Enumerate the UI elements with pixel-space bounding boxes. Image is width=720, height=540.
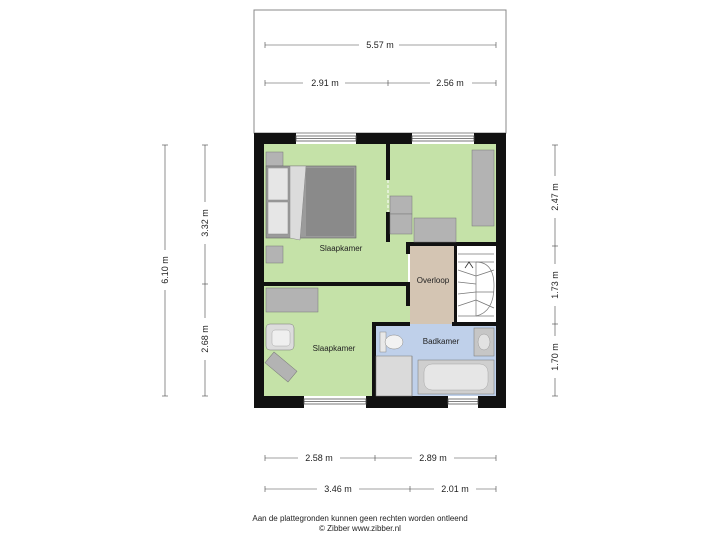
dimension-label-bottom-row1-right: 2.89 m [419,453,447,463]
window-bottom-right [447,398,479,405]
dimension-label-top-right: 2.56 m [436,78,464,88]
dimension-label-right-upper: 2.47 m [550,183,560,211]
wall-landing-right [454,246,457,324]
dimension-label-top-total: 5.57 m [366,40,394,50]
wall-right [496,133,506,408]
dimension-label-left-lower: 2.68 m [200,325,210,353]
wardrobe-right [471,149,495,227]
desk [413,217,457,243]
dimension-label-left-total: 6.10 m [160,256,170,284]
room-label-landing: Overloop [417,276,450,285]
dimension-top-split: 2.91 m 2.56 m [264,78,497,88]
cabinet-upper [389,195,413,215]
landing-floor [410,246,456,324]
wall-bottom-left [254,396,304,408]
bathtub [417,359,495,395]
wall-left [254,133,264,408]
wall-landing-left-lower [406,286,410,306]
dimension-bottom-row-1: 2.58 m 2.89 m [264,453,497,463]
wall-bath-top-right [452,322,496,326]
wall-bed1-right [386,144,390,180]
bench [264,351,298,383]
dimension-bottom-row-2: 3.46 m 2.01 m [264,484,497,494]
wall-landing-left-upper [406,242,410,254]
dimension-top-total: 5.57 m [264,40,497,50]
wall-top-mid [356,133,412,144]
wall-bath-left [372,322,376,396]
room-label-bedroom-2: Slaapkamer [313,344,356,353]
dimension-left-total: 6.10 m [160,144,170,397]
dimension-label-bottom-row2-right: 2.01 m [441,484,469,494]
wall-bottom-right [478,396,506,408]
sink [473,327,495,357]
wall-upper-right-bottom [406,242,496,246]
room-label-bathroom: Badkamer [423,337,460,346]
dimension-label-bottom-row2-left: 3.46 m [324,484,352,494]
double-bed [265,165,357,241]
wall-top-left [254,133,296,144]
wall-bed-divider [264,282,410,286]
armchair [265,323,295,351]
dimension-label-right-lower: 1.70 m [550,343,560,371]
shower [375,355,413,397]
cabinet-lower [389,213,413,235]
dimension-label-right-middle: 1.73 m [550,271,560,299]
window-top-left [295,135,357,142]
dimension-left-split: 3.32 m 2.68 m [200,144,210,397]
room-label-bedroom-1: Slaapkamer [320,244,363,253]
bedside-table-top [265,151,284,167]
balcony-outline [253,9,507,134]
wall-bath-top-left [372,322,410,326]
staircase [457,253,495,317]
desk-bedroom-2 [265,287,319,313]
footer-disclaimer: Aan de plattegronden kunnen geen rechten… [252,514,468,523]
window-bottom-left [303,398,367,405]
dimension-label-left-upper: 3.32 m [200,209,210,237]
footer-credit: © Zibber www.zibber.nl [319,524,401,533]
dimension-right-split: 2.47 m 1.73 m 1.70 m [550,144,560,397]
bedside-table-bottom [265,245,284,264]
wall-top-right [474,133,506,144]
wall-bottom-mid [366,396,448,408]
wall-bed1-right-lower [386,212,390,242]
stair-arrow-icon [464,261,474,269]
toilet [379,331,404,353]
dimension-label-top-left: 2.91 m [311,78,339,88]
dimension-label-bottom-row1-left: 2.58 m [305,453,333,463]
window-top-right [411,135,475,142]
